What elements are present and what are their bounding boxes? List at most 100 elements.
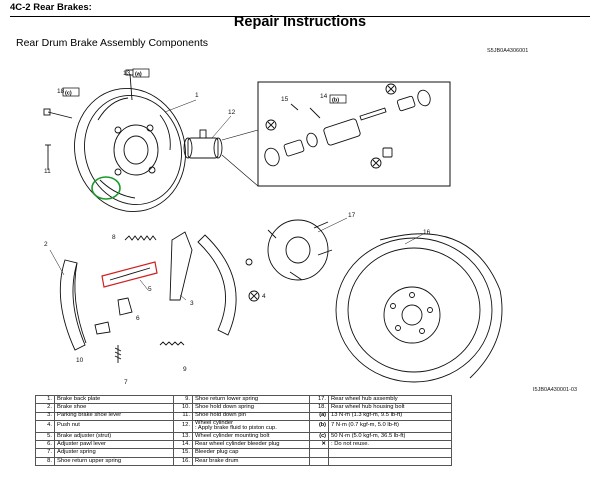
torque-icon: (b)	[318, 422, 326, 429]
upper-spring	[124, 235, 157, 241]
callout-12: 12	[228, 109, 236, 116]
callout-2: 2	[44, 241, 48, 248]
legend-text: Brake adjuster (strut)	[54, 431, 174, 442]
brake-adjuster	[101, 261, 158, 288]
legend-number: 5.	[35, 431, 55, 442]
brake-shoe-right	[197, 234, 237, 336]
legend-symbol: (b)	[309, 419, 329, 433]
inset-box	[221, 81, 451, 187]
legend-number: 1.	[35, 394, 55, 405]
legend-text: Brake back plate	[54, 394, 174, 405]
torque-icon: (c)	[62, 87, 80, 97]
callout-5: 5	[148, 286, 152, 293]
legend-symbol: (c)	[309, 431, 329, 442]
legend-text: Rear wheel hub assembly	[328, 394, 452, 405]
legend-text: 7 N·m (0.7 kgf-m, 5.0 lb-ft)	[328, 419, 452, 433]
legend-text: Rear brake drum	[192, 456, 310, 467]
legend-text: Wheel cylinder	[195, 419, 234, 426]
callout-7: 7	[124, 379, 128, 386]
torque-icon: (b)	[329, 94, 347, 104]
legend-text: Bleeder plug cap	[192, 448, 310, 458]
adjuster-spring	[114, 345, 122, 363]
hub-housing-bolt	[43, 108, 73, 119]
adjuster-pawl	[117, 297, 133, 316]
legend-number: 16.	[173, 456, 193, 467]
legend-row: 5.Brake adjuster (strut)13.Wheel cylinde…	[35, 431, 452, 442]
legend-number: 3.	[35, 411, 55, 421]
figure-code-bottom: I5JB0A430001-03	[533, 387, 578, 393]
svg-text:(c): (c)	[65, 91, 72, 97]
callout-1: 1	[195, 92, 199, 99]
callout-13: 13	[123, 70, 131, 77]
push-nut	[245, 258, 253, 266]
legend-text: Adjuster pawl lever	[54, 440, 174, 450]
callout-14: 14	[320, 93, 328, 100]
page-subtitle: Rear Drum Brake Assembly Components	[16, 37, 208, 49]
legend-text: Adjuster spring	[54, 448, 174, 458]
do-not-reuse-icon	[248, 83, 397, 302]
brake-drum	[335, 233, 503, 383]
legend-symbol: (a)	[309, 411, 329, 421]
torque-icon: (a)	[319, 412, 326, 419]
callout-17: 17	[348, 212, 356, 219]
torque-icon: (c)	[319, 432, 326, 439]
legend-number: 4.	[35, 419, 55, 433]
legend-text: Shoe return lower spring	[192, 394, 310, 405]
legend-text: Rear wheel cylinder bleeder plug	[192, 440, 310, 450]
wheel-cylinder	[183, 129, 223, 159]
legend-number: 11.	[173, 411, 193, 421]
parking-lever	[169, 231, 193, 301]
legend-text: Shoe hold down spring	[192, 403, 310, 413]
wheel-hub	[267, 219, 333, 281]
legend-number: 8.	[35, 456, 55, 467]
callout-8: 8	[112, 234, 116, 241]
callout-4: 4	[262, 293, 266, 300]
legend-text: 13 N·m (1.3 kgf-m, 9.5 lb-ft)	[328, 411, 452, 421]
legend-text: Parking brake shoe lever	[54, 411, 174, 421]
do-not-reuse-icon: ✕	[321, 440, 326, 447]
callout-15: 15	[281, 96, 289, 103]
legend-number: 9.	[173, 394, 193, 405]
legend-text: Wheel cylinder: Apply brake fluid to pis…	[192, 419, 310, 433]
legend-symbol: ✕	[309, 440, 329, 450]
highlight-circle	[91, 176, 121, 200]
legend-number: 12.	[173, 419, 193, 433]
legend-number: 15.	[173, 448, 193, 458]
legend-symbol: 17.	[309, 394, 329, 405]
lower-spring	[159, 341, 185, 346]
legend-symbol: 18.	[309, 403, 329, 413]
legend-text: 50 N·m (5.0 kgf-m, 36.5 lb-ft)	[328, 431, 452, 442]
hold-down-spring	[94, 321, 111, 335]
callout-18: 18	[57, 88, 65, 95]
legend-text	[328, 448, 452, 458]
legend-number: 6.	[35, 440, 55, 450]
hold-down-pin	[45, 144, 51, 170]
callout-10: 10	[76, 357, 84, 364]
torque-icon: (a)	[132, 68, 150, 78]
legend-number: 13.	[173, 431, 193, 442]
legend-symbol	[309, 456, 329, 467]
callout-3: 3	[190, 300, 194, 307]
callout-6: 6	[136, 315, 140, 322]
legend-text	[328, 456, 452, 467]
figure-code-top: S5JB0A4306001	[487, 48, 529, 54]
callout-9: 9	[183, 366, 187, 373]
legend-text: Shoe return upper spring	[54, 456, 174, 467]
callout-16: 16	[423, 229, 431, 236]
brake-back-plate	[74, 87, 186, 213]
brake-shoe	[59, 259, 87, 351]
legend-text: Push nut	[54, 419, 174, 433]
legend-symbol	[309, 448, 329, 458]
legend-number: 10.	[173, 403, 193, 413]
legend-number: 14.	[173, 440, 193, 450]
page-header: 4C-2 Rear Brakes:	[10, 2, 590, 17]
section-label: 4C-2 Rear Brakes:	[10, 2, 92, 13]
